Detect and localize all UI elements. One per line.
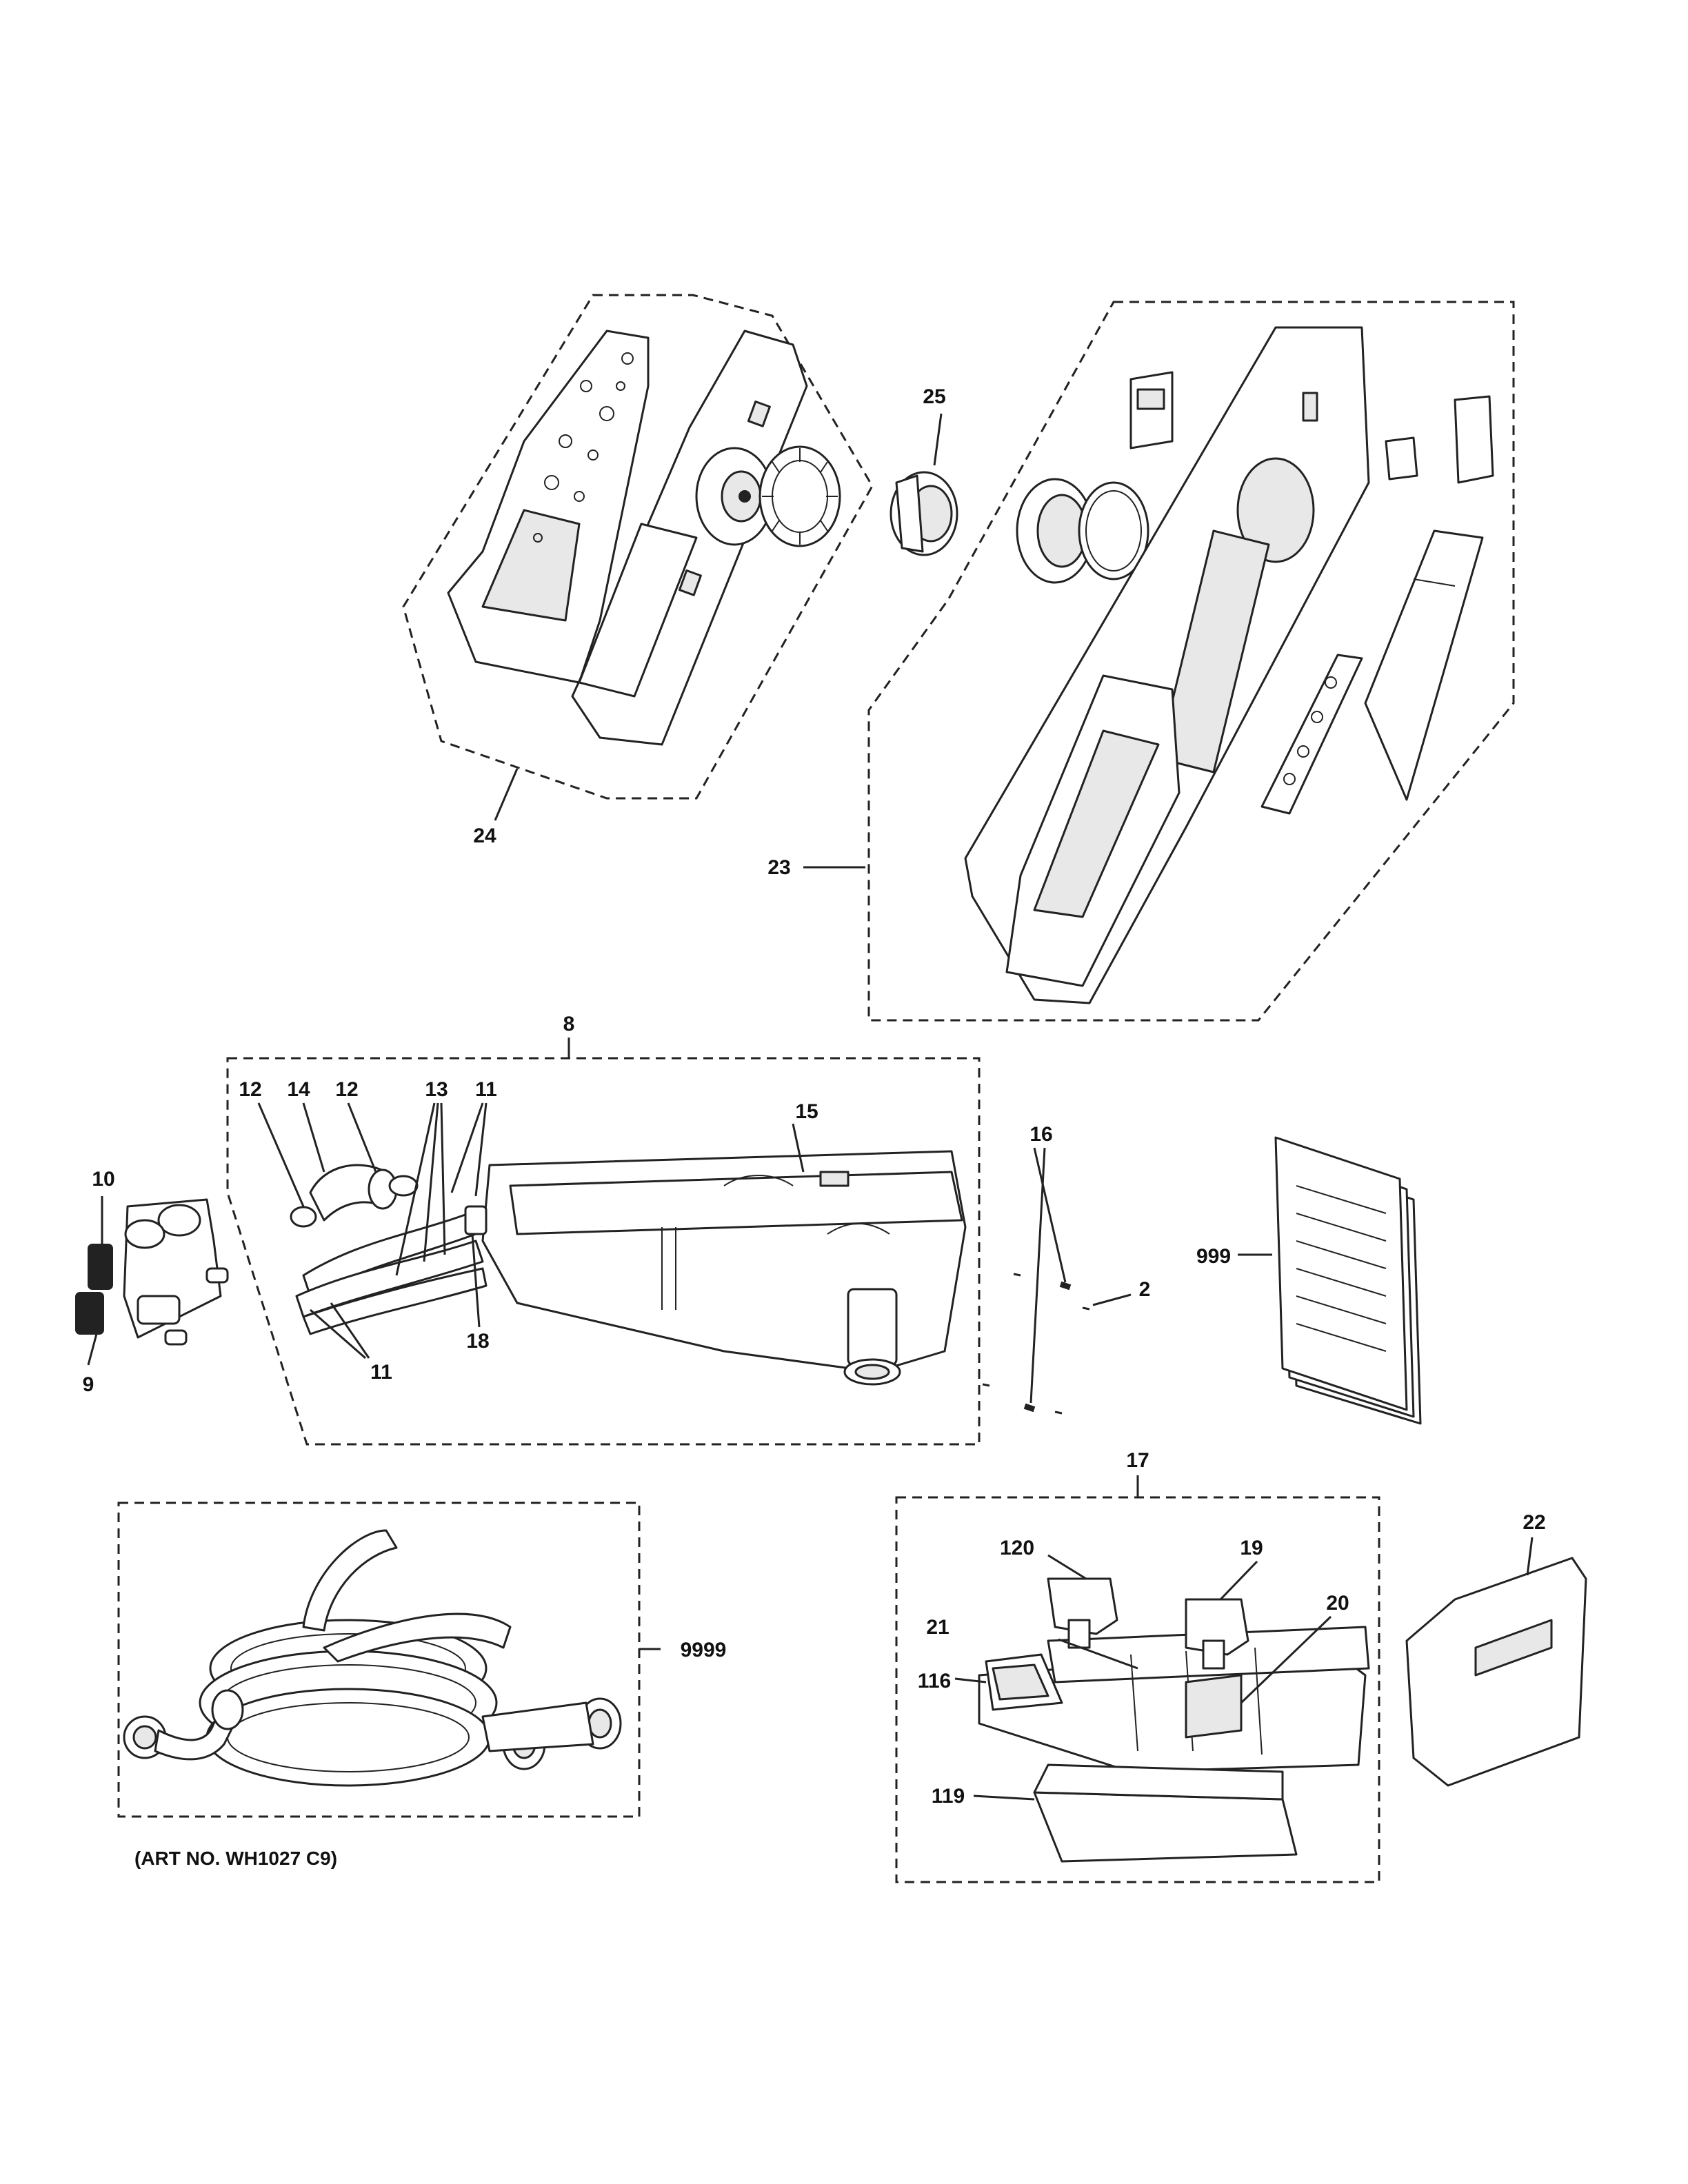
rotary-switch-part: [695, 445, 841, 547]
callout-23: 23: [767, 856, 790, 879]
bellows-hose-part: [309, 1164, 398, 1222]
hose-clamp-part: [290, 1206, 317, 1228]
callout-120: 120: [1000, 1537, 1034, 1559]
water-valve-part: [75, 1196, 229, 1366]
control-board-assembly-group: [402, 294, 874, 821]
siphon-cap-part-2: [1185, 1598, 1249, 1656]
callout-9: 9: [83, 1373, 94, 1396]
drawer-handle-part: [1405, 1537, 1587, 1787]
small-switch-part: [1385, 436, 1418, 481]
board-housing-part: [571, 330, 808, 746]
console-panel-part: [964, 326, 1370, 1004]
siphon-cap-part: [1047, 1577, 1118, 1635]
callout-labels: 25 24 23 8 12 14 12 13 11 15 10 9 11 18 …: [83, 385, 1546, 1869]
drawer-body-part: [978, 1626, 1370, 1773]
callout-11-bottom: 11: [370, 1361, 392, 1384]
callout-25: 25: [923, 385, 945, 408]
rocker-switch-part: [1454, 395, 1494, 484]
callout-24: 24: [473, 825, 496, 847]
owners-manual-part: [1238, 1136, 1422, 1425]
callout-20: 20: [1326, 1592, 1349, 1615]
callout-15: 15: [795, 1100, 818, 1123]
valve-coil-part-2: [75, 1292, 104, 1335]
fill-hoses-part: [123, 1529, 622, 1787]
button-strip-part: [1260, 654, 1363, 815]
callout-11-top: 11: [475, 1078, 497, 1101]
valve-coil-part: [88, 1244, 113, 1290]
drawer-tray-part: [1033, 1791, 1298, 1863]
softener-insert-part: [1185, 1674, 1243, 1739]
dispenser-drawer-assembly-group: [895, 1475, 1380, 1883]
control-knob-part: [890, 413, 958, 556]
display-overlay-part: [1364, 529, 1484, 801]
callout-9999: 9999: [681, 1639, 727, 1661]
callout-116: 116: [918, 1670, 951, 1692]
callout-18: 18: [466, 1330, 489, 1353]
screw-2-part: [1082, 1306, 1090, 1311]
callout-22: 22: [1523, 1511, 1545, 1534]
callout-19: 19: [1240, 1537, 1263, 1559]
dispenser-housing-part: [481, 1150, 967, 1386]
callout-21: 21: [926, 1616, 949, 1639]
callout-2: 2: [1139, 1278, 1151, 1301]
callout-12-right: 12: [335, 1078, 358, 1101]
switch-part: [1129, 371, 1174, 449]
circuit-board-part: [447, 330, 650, 684]
screws-part: [982, 1147, 1132, 1415]
knob-gasket-part: [1078, 481, 1149, 580]
callout-16: 16: [1029, 1123, 1052, 1146]
callout-12-left: 12: [239, 1078, 261, 1101]
control-panel-assembly-group: [803, 301, 1515, 1022]
callout-17: 17: [1126, 1449, 1149, 1472]
callout-13: 13: [425, 1078, 448, 1101]
inlet-hose-set-group: [117, 1502, 661, 1818]
dispenser-assembly-group: [226, 1038, 981, 1446]
connector-part: [464, 1205, 488, 1235]
callout-10: 10: [92, 1168, 114, 1191]
callout-999: 999: [1196, 1245, 1231, 1268]
art-number: (ART NO. WH1027 C9): [134, 1848, 337, 1869]
hose-clamp-part-2: [388, 1175, 419, 1197]
callout-8: 8: [563, 1013, 575, 1035]
inlet-hoses-part: [295, 1212, 488, 1335]
callout-14: 14: [287, 1078, 310, 1101]
callout-119: 119: [932, 1785, 965, 1808]
